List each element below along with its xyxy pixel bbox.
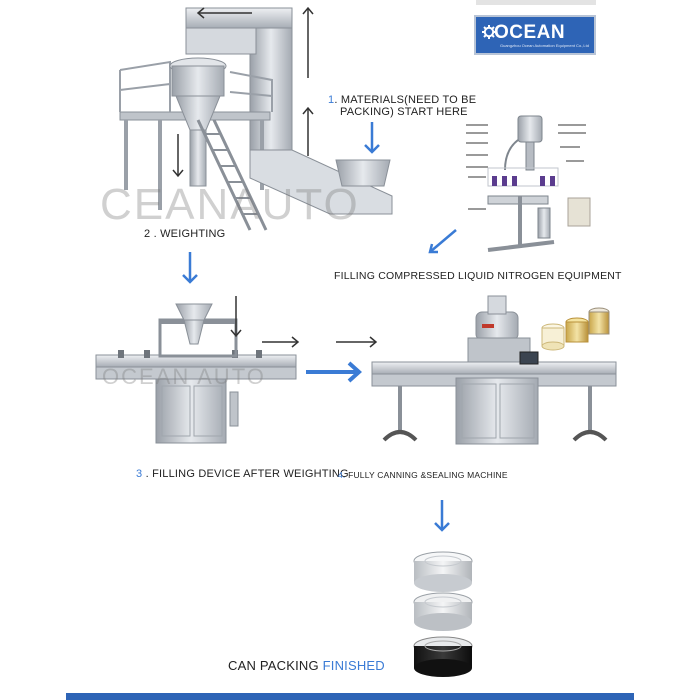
bottom-decor-bar <box>66 693 634 700</box>
step-4-number: 4. <box>338 470 346 480</box>
step-3-text: . FILLING DEVICE AFTER WEIGHTING <box>145 468 349 480</box>
arrow-right-icon <box>336 336 378 348</box>
flow-arrows <box>172 6 457 532</box>
step-4-text: FULLY CANNING &SEALING MACHINE <box>348 470 508 480</box>
logo-brand-text: OCEAN <box>494 22 566 43</box>
arrow-right-icon <box>262 336 300 348</box>
finish-text-part1: CAN PACKING <box>228 658 323 673</box>
arrow-diagonal-blue-icon <box>428 229 457 254</box>
arrow-down-blue-icon <box>182 252 198 284</box>
auger-filling-machine <box>95 303 297 444</box>
step-2-label: 2 . WEIGHTING <box>144 228 226 240</box>
canning-sealing-machine <box>371 295 617 445</box>
nitrogen-label: FILLING COMPRESSED LIQUID NITROGEN EQUIP… <box>334 270 622 282</box>
arrow-left-icon <box>196 7 252 19</box>
step-3-label: 3 . FILLING DEVICE AFTER WEIGHTING <box>136 468 349 480</box>
step-1-number: 1 <box>328 94 335 106</box>
logo-tagline: Guangzhou Ocean Automation Equipment Co.… <box>500 43 589 48</box>
finish-text-part2: FINISHED <box>322 658 385 673</box>
step-1-label: 1. MATERIALS(NEED TO BE <box>328 94 476 106</box>
step-3-number: 3 <box>136 468 143 480</box>
watermark-middle: OCEAN AUTO <box>102 364 266 389</box>
watermark-top: CEANAUTO <box>100 180 360 229</box>
top-decor-bar <box>476 0 596 5</box>
finished-cans <box>413 551 473 677</box>
multihead-weigher-machine <box>119 7 393 231</box>
arrow-up-icon <box>302 106 314 156</box>
step-1-text-line2: PACKING) START HERE <box>340 106 468 118</box>
gear-icon <box>482 25 496 39</box>
arrow-down-blue-icon <box>364 122 380 154</box>
step-1-text-line1: . MATERIALS(NEED TO BE <box>334 94 477 106</box>
step-4-label: 4. FULLY CANNING &SEALING MACHINE <box>338 470 508 480</box>
finish-label: CAN PACKING FINISHED <box>228 658 385 673</box>
nitrogen-dosing-equipment <box>466 115 591 252</box>
arrow-right-blue-icon <box>306 361 362 383</box>
arrow-down-icon <box>230 296 242 338</box>
arrow-up-icon <box>302 6 314 78</box>
arrow-down-blue-icon <box>434 500 450 532</box>
arrow-down-icon <box>172 134 184 178</box>
ocean-logo: OCEAN Guangzhou Ocean Automation Equipme… <box>474 15 596 55</box>
